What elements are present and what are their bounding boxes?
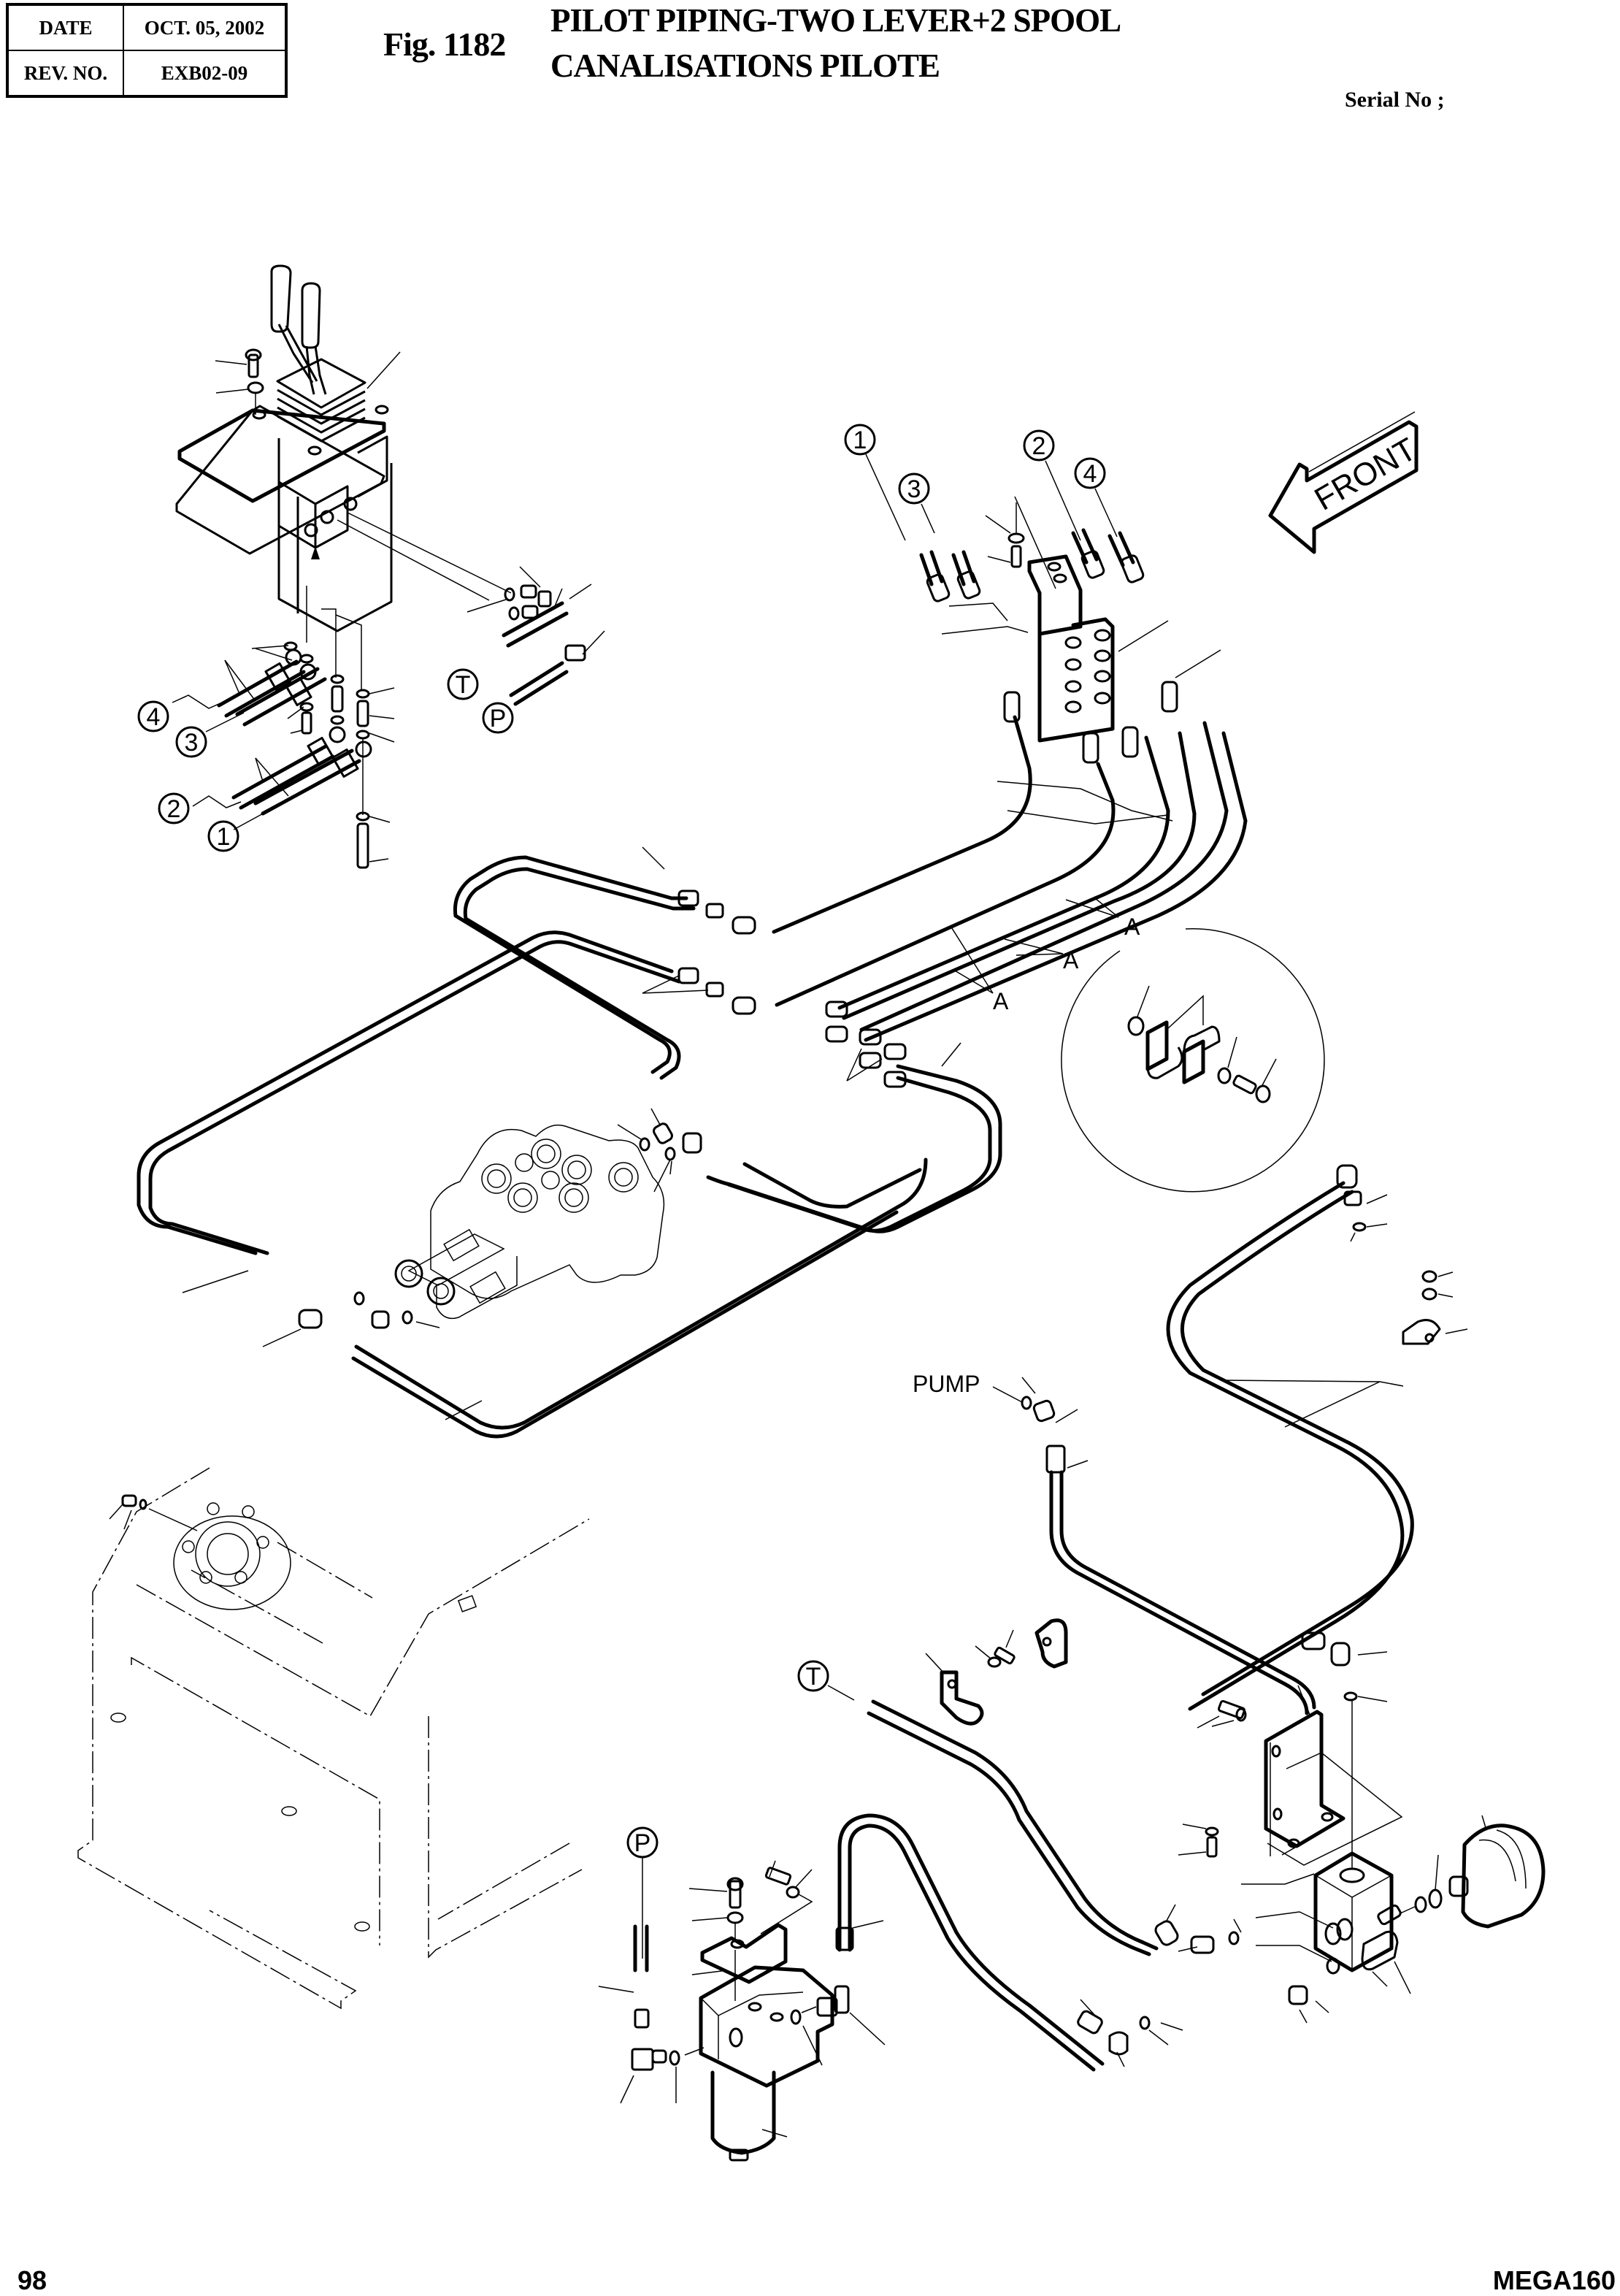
hose-clamps [925,1618,1068,1726]
callout-hose-1: 1 [207,820,239,852]
callout-hose-4: 4 [137,700,169,732]
front-direction-arrow: FRONT [1268,411,1423,554]
callout-tank-port-top-label: T [456,671,471,699]
callout-hose-1-upper-label: 1 [853,426,867,454]
pilot-joystick [175,264,512,632]
accumulator [1400,1815,1546,1929]
pump-label: PUMP [913,1371,980,1397]
callout-tank-port-bottom-label: T [806,1663,821,1691]
callout-pressure-port-top: P [482,702,514,734]
page-title-french: CANALISATIONS PILOTE [550,47,940,84]
page-number: 98 [18,2265,47,2295]
callout-hose-2-upper: 2 [1023,429,1081,541]
figure-number: Fig. 1182 [383,26,506,63]
callout-hose-1-upper: 1 [844,424,906,541]
pilot-valve-block [1241,1700,1411,2024]
callout-hose-1-label: 1 [217,823,231,851]
mounting-bracket [1178,1685,1403,1866]
tank-return-hose [867,1699,1242,1956]
model-name: MEGA160 [1492,2265,1616,2295]
callout-hose-4-label: 4 [147,703,161,731]
detail-a-label-3: A [1124,914,1140,940]
pilot-hose-bundle [137,715,1248,1439]
detail-a-label-1: A [993,988,1009,1014]
pump-return-hose [1166,1164,1468,1711]
callout-pressure-port-bottom-label: P [634,1829,651,1857]
revision-value: EXB02-09 [123,50,287,97]
callout-hose-2-label: 2 [167,795,181,823]
callout-hose-3: 3 [175,726,207,758]
pilot-filter [598,1860,886,2162]
callout-hose-3-label: 3 [185,729,199,757]
banjo-hose-set [172,586,395,869]
callout-pressure-port-bottom: P [626,1826,659,1959]
revision-table: DATE OCT. 05, 2002 REV. NO. EXB02-09 [6,3,288,98]
serial-number-label: Serial No ; [1345,88,1445,112]
page-title-english: PILOT PIPING-TWO LEVER+2 SPOOL [550,2,1121,39]
date-label: DATE [7,4,124,51]
hose-bracket-plate [919,496,1221,764]
date-value: OCT. 05, 2002 [123,4,287,51]
callout-hose-2: 2 [158,792,190,824]
callout-hose-4-upper: 4 [1074,457,1118,537]
two-spool-control-valve [298,1108,702,1329]
clamp-detail-A [1061,927,1325,1193]
callout-tank-port-bottom: T [797,1660,855,1701]
revision-label: REV. NO. [7,50,124,97]
callout-hose-2-upper-label: 2 [1032,432,1046,460]
callout-hose-4-upper-label: 4 [1083,460,1097,488]
callout-hose-3-upper: 3 [898,472,935,534]
hydraulic-tank [77,1467,590,2010]
callout-tank-port-top: T [447,668,479,700]
front-label: FRONT [1309,431,1423,517]
joystick-port-fittings [467,566,605,706]
callout-hose-3-upper-label: 3 [907,475,921,503]
filter-outlet-hose [835,1813,1183,2072]
detail-a-label-2: A [1063,947,1079,973]
pump-pressure-hose [992,1377,1388,1715]
callout-pressure-port-top-label: P [490,705,507,732]
